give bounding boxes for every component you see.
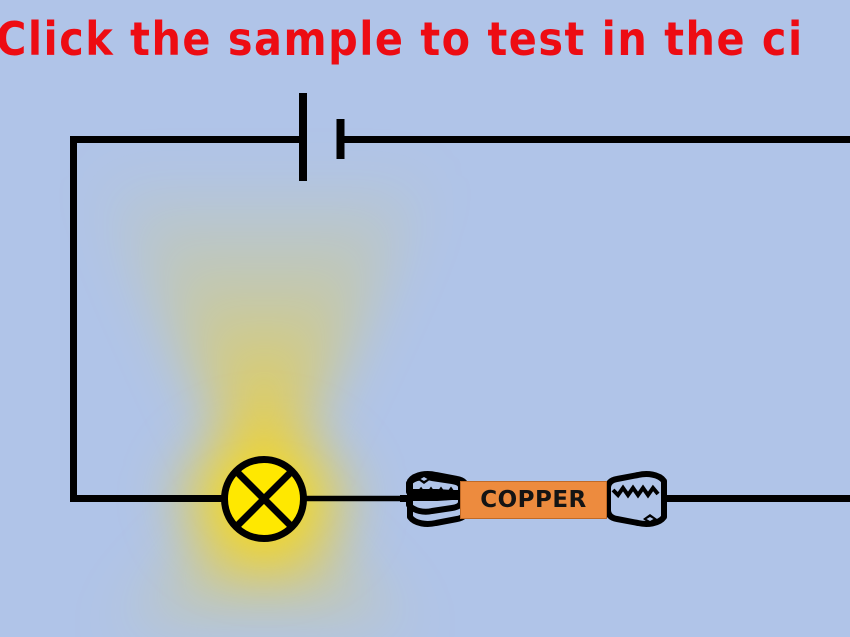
battery-symbol [299, 93, 345, 181]
clip-right-rivet [643, 514, 657, 524]
lamp-symbol[interactable] [221, 456, 307, 542]
circuit-wires [70, 136, 850, 502]
clip-right-teeth [611, 484, 660, 499]
instruction-text: Click the sample to test in the ci [0, 12, 804, 66]
battery-short-plate [336, 119, 345, 159]
crocodile-clip-right [605, 471, 676, 527]
clip-left-rivet [417, 474, 431, 484]
glow-beam-up [95, 175, 435, 499]
sample-label-text: COPPER [480, 487, 587, 513]
crocodile-clip-left [400, 471, 469, 527]
sample-under-test[interactable]: COPPER [460, 481, 607, 519]
battery-long-plate [299, 93, 307, 181]
clip-right-shell [605, 471, 667, 527]
clip-left-teeth [414, 486, 463, 501]
lamp-cross-stroke-b [234, 469, 294, 529]
